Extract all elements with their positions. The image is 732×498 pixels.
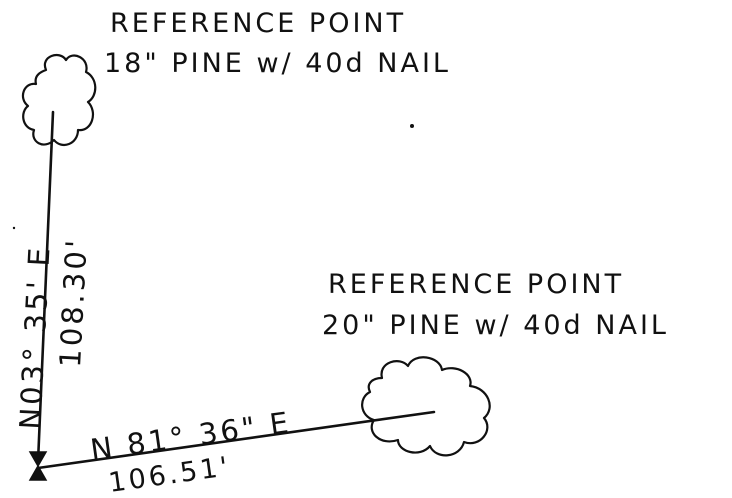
pine-tree-1-icon xyxy=(21,53,97,147)
pine-tree-2-icon xyxy=(361,356,491,457)
horizontal-course-line xyxy=(36,410,436,470)
vertical-course-distance: 108.30' xyxy=(53,236,94,368)
reference-point-2-description: 20" PINE w/ 40d NAIL xyxy=(322,310,669,341)
stray-dot xyxy=(12,226,16,230)
corner-monument-icon xyxy=(28,451,48,481)
reference-point-1-description: 18" PINE w/ 40d NAIL xyxy=(104,48,451,79)
vertical-course-bearing: N03° 35' E xyxy=(13,244,57,430)
reference-point-1-title: REFERENCE POINT xyxy=(110,8,406,39)
stray-dot xyxy=(410,124,414,128)
reference-point-2-title: REFERENCE POINT xyxy=(328,269,624,300)
vertical-course-line xyxy=(36,110,55,464)
